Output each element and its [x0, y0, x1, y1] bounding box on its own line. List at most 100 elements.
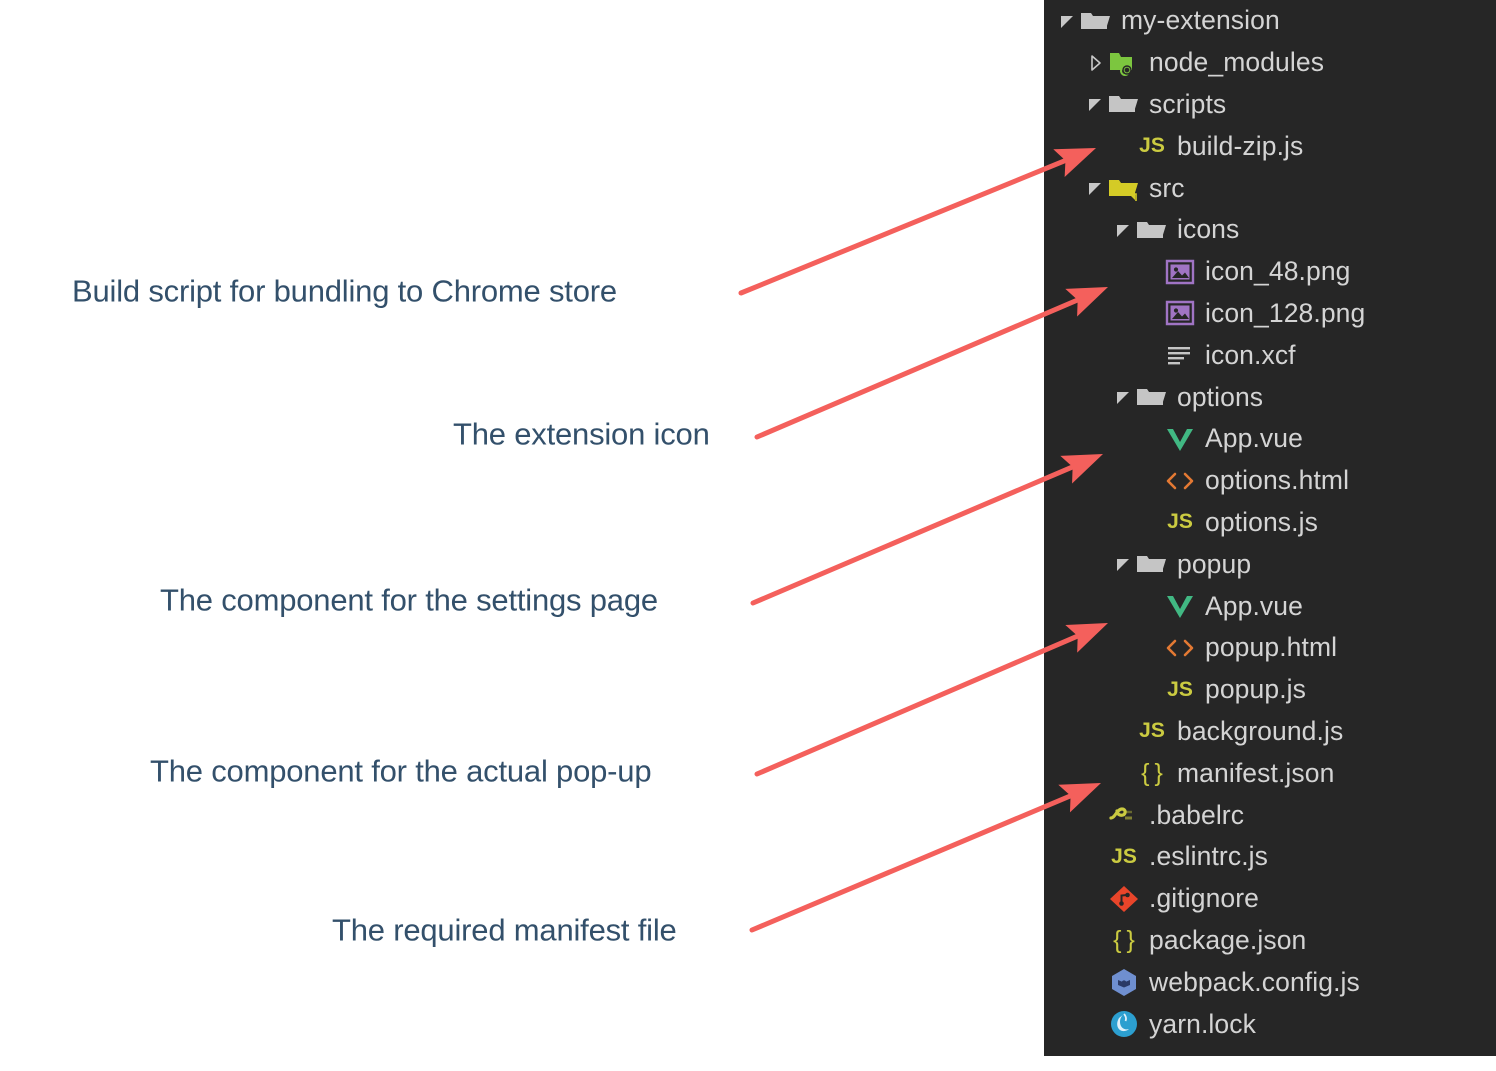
js-icon: JS — [1111, 844, 1137, 868]
tree-row[interactable]: webpack.config.js — [1044, 961, 1496, 1003]
babel-icon — [1108, 800, 1140, 830]
tree-row-label: icon_48.png — [1205, 256, 1351, 287]
folder-open-gray — [1108, 89, 1140, 119]
tree-row[interactable]: node_modules — [1044, 42, 1496, 84]
twisty-spacer — [1138, 593, 1164, 619]
tree-row[interactable]: .babelrc — [1044, 794, 1496, 836]
tree-row-label: icons — [1177, 214, 1240, 245]
tree-row-label: .babelrc — [1149, 799, 1245, 830]
annotation-label-4: The component for the actual pop-up — [150, 753, 652, 789]
twisty-spacer — [1082, 844, 1108, 870]
tree-row[interactable]: .gitignore — [1044, 878, 1496, 920]
vue-icon — [1164, 424, 1196, 454]
twisty-spacer — [1138, 509, 1164, 535]
twisty-spacer — [1110, 718, 1136, 744]
tree-row-label: icon_128.png — [1205, 297, 1366, 328]
twisty-spacer — [1138, 426, 1164, 452]
vue-icon — [1164, 591, 1196, 621]
js-icon: JS — [1167, 677, 1193, 701]
tree-row[interactable]: popup.html — [1044, 627, 1496, 669]
tree-row-label: package.json — [1149, 924, 1307, 955]
tree-row-label: yarn.lock — [1149, 1008, 1256, 1039]
twisty-spacer — [1082, 927, 1108, 953]
tree-row-label: manifest.json — [1177, 757, 1335, 788]
folder-open-gray — [1136, 549, 1168, 579]
yarn-icon — [1108, 1009, 1140, 1039]
annotation-label-1: Build script for bundling to Chrome stor… — [72, 273, 617, 309]
chevron-down-icon[interactable] — [1082, 175, 1108, 201]
twisty-spacer — [1138, 635, 1164, 661]
folder-src-yellow — [1108, 173, 1140, 203]
annotation-label-3: The component for the settings page — [160, 582, 658, 618]
chevron-down-icon[interactable] — [1110, 551, 1136, 577]
text-lines-icon — [1164, 340, 1196, 370]
twisty-spacer — [1082, 802, 1108, 828]
tree-row[interactable]: icons — [1044, 209, 1496, 251]
tree-row-label: popup — [1177, 548, 1252, 579]
json-icon: { } — [1113, 925, 1135, 954]
tree-row-label: options.js — [1205, 506, 1318, 537]
twisty-spacer — [1110, 760, 1136, 786]
tree-row[interactable]: icon_128.png — [1044, 293, 1496, 335]
tree-row[interactable]: src — [1044, 167, 1496, 209]
annotation-label-5: The required manifest file — [332, 912, 677, 948]
tree-row[interactable]: JS .eslintrc.js — [1044, 836, 1496, 878]
folder-open-gray — [1136, 215, 1168, 245]
tree-row-label: popup.js — [1205, 674, 1306, 705]
tree-row-label: node_modules — [1149, 47, 1325, 78]
tree-row[interactable]: options.html — [1044, 460, 1496, 502]
tree-row-label: build-zip.js — [1177, 130, 1304, 161]
tree-row[interactable]: JS popup.js — [1044, 669, 1496, 711]
tree-row-label: App.vue — [1205, 590, 1303, 621]
folder-open-gray — [1136, 382, 1168, 412]
tree-row-label: background.js — [1177, 715, 1344, 746]
tree-row-label: .eslintrc.js — [1149, 841, 1269, 872]
tree-row-label: .gitignore — [1149, 883, 1260, 914]
folder-node-modules — [1108, 48, 1140, 78]
chevron-down-icon[interactable] — [1110, 217, 1136, 243]
tree-row-label: scripts — [1149, 88, 1227, 119]
chevron-right-icon[interactable] — [1082, 50, 1108, 76]
json-icon: { } — [1141, 758, 1163, 787]
tree-row-label: my-extension — [1121, 5, 1280, 36]
tree-row[interactable]: App.vue — [1044, 585, 1496, 627]
chevron-down-icon[interactable] — [1054, 8, 1080, 34]
twisty-spacer — [1110, 133, 1136, 159]
folder-open-gray — [1080, 6, 1112, 36]
git-icon — [1108, 884, 1140, 914]
tree-row-label: popup.html — [1205, 632, 1338, 663]
twisty-spacer — [1138, 342, 1164, 368]
tree-row-label: src — [1149, 172, 1185, 203]
tree-row[interactable]: scripts — [1044, 84, 1496, 126]
tree-row[interactable]: icon.xcf — [1044, 334, 1496, 376]
twisty-spacer — [1138, 259, 1164, 285]
twisty-spacer — [1082, 886, 1108, 912]
tree-row[interactable]: options — [1044, 376, 1496, 418]
image-icon — [1164, 257, 1196, 287]
tree-row[interactable]: { } package.json — [1044, 920, 1496, 962]
annotation-arrow-1 — [738, 148, 1096, 296]
tree-row[interactable]: { } manifest.json — [1044, 752, 1496, 794]
tree-row[interactable]: icon_48.png — [1044, 251, 1496, 293]
tree-row[interactable]: App.vue — [1044, 418, 1496, 460]
tree-row[interactable]: my-extension — [1044, 0, 1496, 42]
tree-row-label: options.html — [1205, 465, 1350, 496]
image-icon — [1164, 298, 1196, 328]
tree-row[interactable]: JS build-zip.js — [1044, 125, 1496, 167]
tree-row-label: icon.xcf — [1205, 339, 1296, 370]
tree-row[interactable]: JS background.js — [1044, 711, 1496, 753]
tree-row-label: options — [1177, 381, 1264, 412]
js-icon: JS — [1139, 134, 1165, 158]
html-icon — [1164, 466, 1196, 496]
js-icon: JS — [1167, 510, 1193, 534]
js-icon: JS — [1139, 719, 1165, 743]
tree-row[interactable]: popup — [1044, 543, 1496, 585]
tree-row-label: webpack.config.js — [1149, 966, 1360, 997]
tree-row[interactable]: yarn.lock — [1044, 1003, 1496, 1045]
tree-row[interactable]: JS options.js — [1044, 502, 1496, 544]
twisty-spacer — [1138, 677, 1164, 703]
chevron-down-icon[interactable] — [1110, 384, 1136, 410]
chevron-down-icon[interactable] — [1082, 91, 1108, 117]
